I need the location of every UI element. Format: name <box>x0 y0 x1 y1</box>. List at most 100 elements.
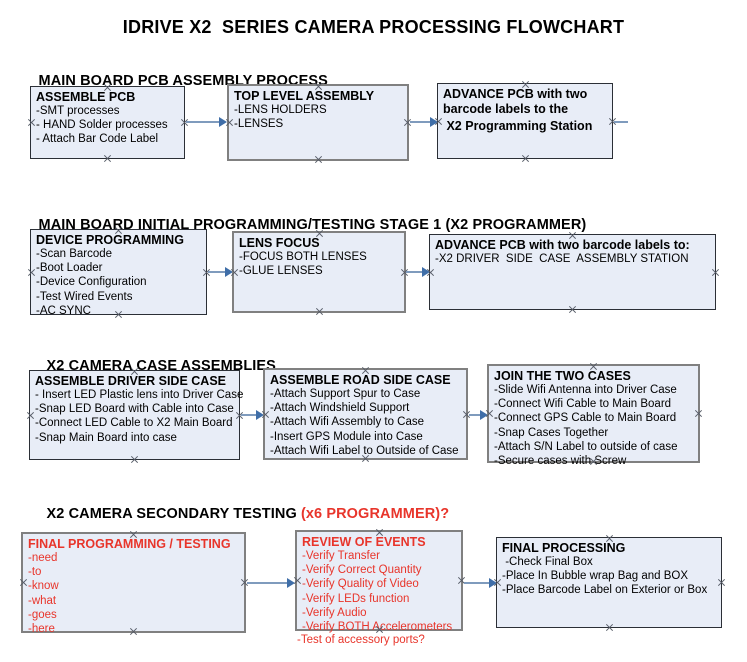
node-lines: barcode labels to the X2 Programming Sta… <box>443 101 608 135</box>
node-line: -Boot Loader <box>36 262 103 275</box>
node-line: -Device Configuration <box>36 276 147 289</box>
node-title: REVIEW OF EVENTS <box>302 535 426 549</box>
node-title: ASSEMBLE ROAD SIDE CASE <box>270 373 451 387</box>
arrow-shaft <box>208 271 226 273</box>
arrow-connector <box>208 267 233 277</box>
node-advance-pcb-to-driver-side-station[interactable]: ADVANCE PCB with two barcode labels to: … <box>429 234 716 310</box>
page-title: IDRIVE X2 SERIES CAMERA PROCESSING FLOWC… <box>122 17 625 37</box>
node-title: ASSEMBLE PCB <box>36 90 136 104</box>
arrow-head-icon <box>480 410 488 420</box>
node-lines: -FOCUS BOTH LENSES -GLUE LENSES <box>239 250 400 278</box>
node-line: -GLUE LENSES <box>239 265 323 278</box>
section-heading-4-accent: (x6 PROGRAMMER)? <box>300 506 450 522</box>
arrow-connector <box>469 410 488 420</box>
arrow-connector <box>247 578 295 588</box>
node-title: ADVANCE PCB with two barcode labels to: <box>435 238 690 252</box>
node-lines: -Attach Support Spur to Case -Attach Win… <box>270 387 462 458</box>
connector-handle-bottom <box>315 307 324 316</box>
arrow-head-icon <box>256 410 264 420</box>
node-assemble-road-side-case[interactable]: ASSEMBLE ROAD SIDE CASE -Attach Support … <box>263 368 468 460</box>
node-lines: -X2 DRIVER SIDE CASE ASSEMBLY STATION <box>435 252 711 266</box>
node-line: -Verify LEDs function <box>302 592 410 605</box>
arrow-shaft <box>241 414 257 416</box>
arrow-connector <box>241 410 264 420</box>
arrow-shaft <box>464 582 490 584</box>
node-line: -Place Barcode Label on Exterior or Box <box>502 584 708 597</box>
connector-handle-right <box>711 268 720 277</box>
node-title: ASSEMBLE DRIVER SIDE CASE <box>35 374 227 388</box>
arrow-shaft <box>469 414 481 416</box>
node-line: -Scan Barcode <box>36 248 113 260</box>
connector-handle-bottom <box>130 455 139 464</box>
node-title: JOIN THE TWO CASES <box>494 369 631 383</box>
connector-handle-bottom <box>521 154 530 163</box>
arrow-head-icon <box>430 117 438 127</box>
connector-handle-bottom <box>605 623 614 632</box>
node-line: -Verify BOTH Accelerometers <box>302 621 453 634</box>
node-line: -need <box>28 552 58 564</box>
node-final-processing[interactable]: FINAL PROCESSING -Check Final Box -Place… <box>496 537 722 628</box>
arrow-head-icon <box>489 578 497 588</box>
arrow-shaft <box>186 121 220 123</box>
node-line: -goes <box>28 608 57 621</box>
connector-handle-bottom <box>568 305 577 314</box>
node-assemble-pcb[interactable]: ASSEMBLE PCB -SMT processes - HAND Solde… <box>30 86 185 159</box>
connector-handle-bottom <box>314 155 323 164</box>
node-line: X2 Programming Station <box>443 119 593 133</box>
node-line: -Attach Windshield Support <box>270 402 410 415</box>
node-lens-focus[interactable]: LENS FOCUS -FOCUS BOTH LENSES -GLUE LENS… <box>232 231 406 313</box>
node-lines: -LENS HOLDERS -LENSES <box>234 103 403 131</box>
node-line: -X2 DRIVER SIDE CASE ASSEMBLY STATION <box>435 253 689 265</box>
node-line: -Insert GPS Module into Case <box>270 430 423 443</box>
node-title: DEVICE PROGRAMMING <box>36 233 184 247</box>
node-lines: -Check Final Box -Place In Bubble wrap B… <box>502 555 717 598</box>
node-line: -Attach Wifi Label to Outside of Case <box>270 444 459 457</box>
arrow-shaft <box>406 271 423 273</box>
arrow-shaft <box>410 121 431 123</box>
node-line: -Place In Bubble wrap Bag and BOX <box>502 570 689 583</box>
arrow-connector <box>406 267 430 277</box>
arrow-connector <box>464 578 497 588</box>
arrow-head-icon <box>225 267 233 277</box>
node-line-overflow: -Test of accessory ports? <box>297 634 425 647</box>
node-line: -Secure cases with Screw <box>494 455 627 468</box>
node-device-programming[interactable]: DEVICE PROGRAMMING -Scan Barcode -Boot L… <box>30 229 207 318</box>
arrow-shaft <box>247 582 288 584</box>
node-line: -Test Wired Events <box>36 290 133 303</box>
node-lines: -Scan Barcode -Boot Loader -Device Confi… <box>36 247 202 318</box>
node-advance-pcb-to-programming-station[interactable]: ADVANCE PCB with two barcode labels to t… <box>437 83 613 159</box>
node-line: -SMT processes <box>36 105 120 117</box>
node-line: -what <box>28 594 57 607</box>
node-line: barcode labels to the <box>443 102 569 116</box>
node-line: -Verify Transfer <box>302 550 380 562</box>
node-line: -Attach S/N Label to outside of case <box>494 440 678 453</box>
section-heading-4: X2 CAMERA SECONDARY TESTING (x6 PROGRAMM… <box>30 490 450 538</box>
node-top-level-assembly[interactable]: TOP LEVEL ASSEMBLY -LENS HOLDERS -LENSES <box>227 84 409 161</box>
connector-handle-bottom <box>103 154 112 163</box>
arrow-head-icon <box>219 117 227 127</box>
node-line: -FOCUS BOTH LENSES <box>239 251 367 263</box>
node-line: -LENSES <box>234 118 284 131</box>
node-title: ADVANCE PCB with two <box>443 87 588 101</box>
node-title: FINAL PROGRAMMING / TESTING <box>28 537 231 551</box>
node-line: -Snap Cases Together <box>494 426 609 439</box>
node-line: -Verify Audio <box>302 606 367 619</box>
node-line: -Connect GPS Cable to Main Board <box>494 412 677 425</box>
node-join-the-two-cases[interactable]: JOIN THE TWO CASES -Slide Wifi Antenna i… <box>487 364 700 467</box>
arrow-head-icon <box>422 267 430 277</box>
node-line: -Attach Support Spur to Case <box>270 388 421 400</box>
node-line: - HAND Solder processes <box>36 119 168 132</box>
node-lines: -Slide Wifi Antenna into Driver Case -Co… <box>494 383 694 468</box>
node-line: -Slide Wifi Antenna into Driver Case <box>494 384 677 396</box>
node-line: - Insert LED Plastic lens into Driver Ca… <box>35 389 244 401</box>
node-line: -Attach Wifi Assembly to Case <box>270 416 425 429</box>
connector-stub <box>614 121 628 123</box>
arrow-connector <box>186 117 227 127</box>
node-line: -Check Final Box <box>502 556 593 568</box>
node-review-of-events[interactable]: REVIEW OF EVENTS -Verify Transfer -Verif… <box>295 530 463 646</box>
node-assemble-driver-side-case[interactable]: ASSEMBLE DRIVER SIDE CASE - Insert LED P… <box>29 370 244 460</box>
node-title: TOP LEVEL ASSEMBLY <box>234 89 375 103</box>
node-lines: -Verify Transfer -Verify Correct Quantit… <box>302 549 457 634</box>
node-final-programming-testing[interactable]: FINAL PROGRAMMING / TESTING -need -to -k… <box>21 532 246 635</box>
